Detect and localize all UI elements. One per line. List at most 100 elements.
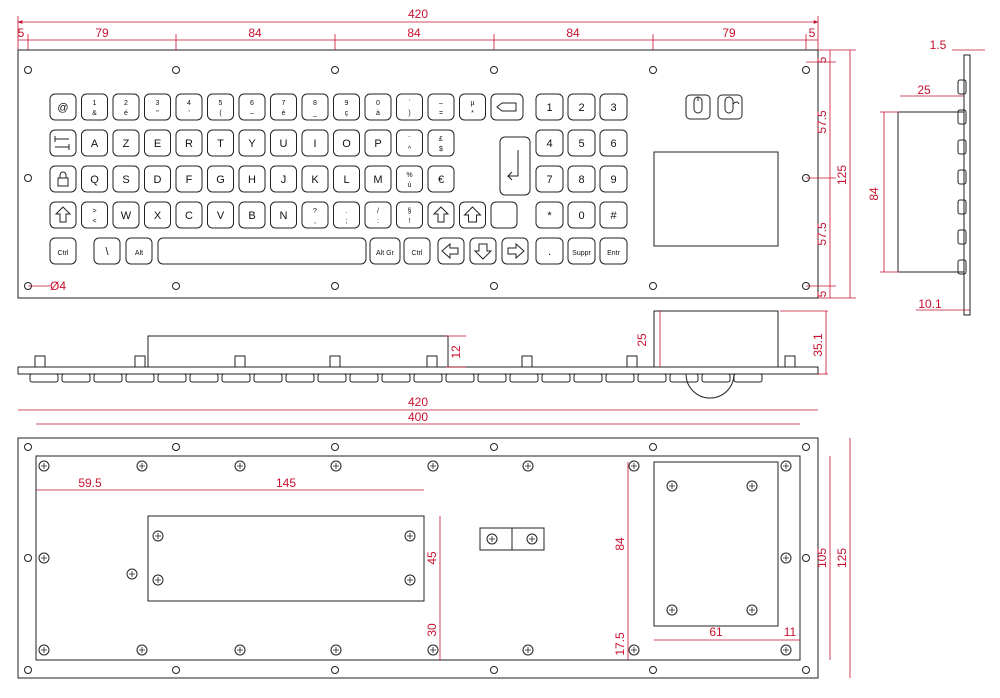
key-cap[interactable] <box>112 201 140 229</box>
key-cap[interactable] <box>469 237 497 265</box>
key-cap[interactable] <box>369 237 401 265</box>
key[interactable]: 2é <box>112 93 140 121</box>
key[interactable]: T <box>207 129 234 157</box>
key-cap[interactable] <box>144 165 171 193</box>
key-cap[interactable] <box>112 93 140 121</box>
key[interactable]: 0 <box>567 201 596 229</box>
key-cap[interactable] <box>599 201 628 229</box>
key-cap[interactable] <box>396 201 423 229</box>
key-cap[interactable] <box>270 201 297 229</box>
key[interactable]: W <box>112 201 140 229</box>
key[interactable]: %ù <box>396 165 423 193</box>
enter-key[interactable] <box>499 136 531 196</box>
key[interactable]: 5 <box>567 129 596 157</box>
key-cap[interactable] <box>93 237 121 265</box>
key[interactable]: B <box>238 201 266 229</box>
key[interactable]: ?, <box>301 201 329 229</box>
key-cap[interactable] <box>157 237 367 265</box>
key[interactable]: 8 <box>567 165 596 193</box>
key[interactable]: Suppr <box>567 237 596 265</box>
key-cap[interactable] <box>207 129 234 157</box>
key[interactable]: * <box>535 201 564 229</box>
key-cap[interactable] <box>501 237 529 265</box>
key[interactable]: V <box>207 201 234 229</box>
key[interactable] <box>490 93 524 121</box>
key[interactable]: Ctrl <box>49 237 77 265</box>
key[interactable]: Z <box>112 129 140 157</box>
key-cap[interactable] <box>364 129 392 157</box>
key[interactable] <box>459 201 486 229</box>
key-cap[interactable] <box>427 165 455 193</box>
key[interactable]: £$ <box>427 129 455 157</box>
key-cap[interactable] <box>238 201 266 229</box>
key[interactable] <box>49 129 77 157</box>
key-cap[interactable] <box>81 165 108 193</box>
key-cap[interactable] <box>333 201 360 229</box>
key-cap[interactable] <box>599 129 628 157</box>
key-cap[interactable] <box>599 237 628 265</box>
key-cap[interactable] <box>270 165 297 193</box>
key-cap[interactable] <box>270 93 297 121</box>
key[interactable]: 2 <box>567 93 596 121</box>
key[interactable] <box>157 237 367 265</box>
key[interactable] <box>490 201 518 229</box>
key-cap[interactable] <box>499 136 531 196</box>
key-cap[interactable] <box>427 93 455 121</box>
key[interactable]: N <box>270 201 297 229</box>
key[interactable]: Alt <box>125 237 153 265</box>
key[interactable]: 7 <box>535 165 564 193</box>
key[interactable]: A <box>81 129 108 157</box>
key-cap[interactable] <box>301 201 329 229</box>
key[interactable]: H <box>238 165 266 193</box>
key-cap[interactable] <box>427 201 455 229</box>
key-cap[interactable] <box>49 165 77 193</box>
key-cap[interactable] <box>459 201 486 229</box>
right-click-button[interactable] <box>717 94 743 120</box>
key[interactable]: 7è <box>270 93 297 121</box>
key-cap[interactable] <box>81 129 108 157</box>
key[interactable]: 9ç <box>333 93 360 121</box>
key-cap[interactable] <box>599 165 628 193</box>
key[interactable]: \ <box>93 237 121 265</box>
key-cap[interactable] <box>175 93 203 121</box>
key[interactable]: .; <box>333 201 360 229</box>
key[interactable]: S <box>112 165 140 193</box>
key[interactable]: 6– <box>238 93 266 121</box>
key-cap[interactable] <box>535 129 564 157</box>
key-cap[interactable] <box>49 93 77 121</box>
key-cap[interactable] <box>112 129 140 157</box>
key[interactable] <box>49 201 77 229</box>
key[interactable]: . <box>535 237 564 265</box>
key[interactable]: P <box>364 129 392 157</box>
key-cap[interactable] <box>333 129 360 157</box>
key-cap[interactable] <box>567 165 596 193</box>
key-cap[interactable] <box>567 93 596 121</box>
key-cap[interactable] <box>207 93 234 121</box>
key-cap[interactable] <box>112 165 140 193</box>
touchpad[interactable] <box>653 151 779 247</box>
key-cap[interactable] <box>333 165 360 193</box>
key-cap[interactable] <box>427 129 455 157</box>
key[interactable]: M <box>364 165 392 193</box>
key-cap[interactable] <box>490 201 518 229</box>
key[interactable]: 0à <box>364 93 392 121</box>
key-cap[interactable] <box>301 129 329 157</box>
key[interactable] <box>49 165 77 193</box>
key[interactable]: O <box>333 129 360 157</box>
key[interactable]: 1& <box>81 93 108 121</box>
key[interactable]: Y <box>238 129 266 157</box>
key-cap[interactable] <box>125 237 153 265</box>
key-cap[interactable] <box>207 201 234 229</box>
key[interactable]: C <box>175 201 203 229</box>
key-cap[interactable] <box>333 93 360 121</box>
key[interactable]: §! <box>396 201 423 229</box>
key[interactable]: E <box>144 129 171 157</box>
key-cap[interactable] <box>535 165 564 193</box>
key[interactable]: U <box>270 129 297 157</box>
key-cap[interactable] <box>567 201 596 229</box>
key[interactable]: F <box>175 165 203 193</box>
key[interactable]: 3" <box>144 93 171 121</box>
key-cap[interactable] <box>567 237 596 265</box>
key[interactable]: @ <box>49 93 77 121</box>
key-cap[interactable] <box>81 201 108 229</box>
